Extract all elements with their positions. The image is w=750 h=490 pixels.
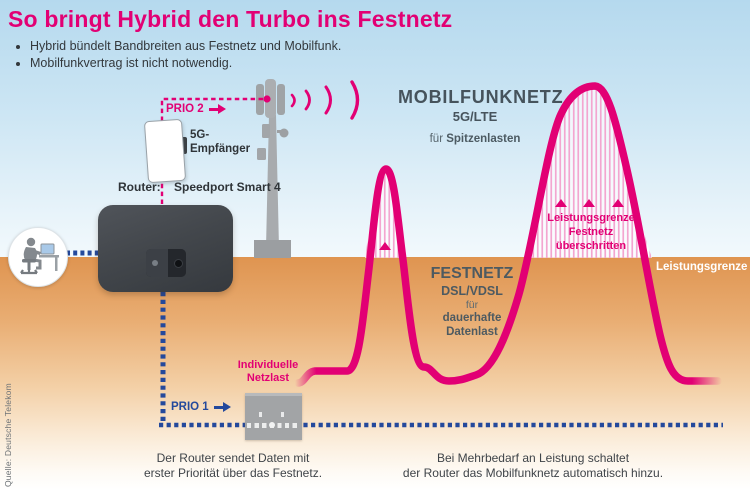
radio-waves-icon xyxy=(290,80,360,120)
load-curve xyxy=(294,82,722,387)
limit-label: Leistungsgrenze xyxy=(656,261,748,273)
prio2-label: PRIO 2 xyxy=(166,103,204,115)
receiver-label: 5G- Empfänger xyxy=(190,129,251,155)
connection-dot xyxy=(263,95,271,103)
arrow-right-icon xyxy=(208,104,226,114)
receiver-device xyxy=(143,118,187,184)
warning-triangle-icons xyxy=(379,199,624,250)
individual-load-label: Individuelle Netzlast xyxy=(237,359,299,384)
page-title: So bringt Hybrid den Turbo ins Festnetz xyxy=(8,6,453,32)
mobile-network-label: MOBILFUNKNETZ 5G/LTE für Spitzenlasten xyxy=(398,87,564,145)
user-circle xyxy=(8,227,68,287)
limit-exceeded-label: Leistungsgrenze Festnetz überschritten xyxy=(547,212,635,252)
prio1-label: PRIO 1 xyxy=(171,401,209,413)
street-cabinet xyxy=(245,393,302,440)
fixed-network-label: FESTNETZ DSL/VDSL für dauerhafte Datenla… xyxy=(430,265,514,338)
source-credit: Quelle: Deutsche Telekom xyxy=(3,383,13,487)
bullet-item: Mobilfunkvertrag ist nicht notwendig. xyxy=(30,55,341,72)
ground-band xyxy=(0,257,750,490)
bullet-list: Hybrid bündelt Bandbreiten aus Festnetz … xyxy=(12,38,341,72)
caption-right: Bei Mehrbedarf an Leistung schaltet der … xyxy=(402,451,664,480)
caption-left: Der Router sendet Daten mit erster Prior… xyxy=(143,451,323,480)
bullet-item: Hybrid bündelt Bandbreiten aus Festnetz … xyxy=(30,38,341,55)
prio1-badge: PRIO 1 xyxy=(171,401,231,413)
cell-tower-icon xyxy=(254,79,291,258)
router-label-name: Speedport Smart 4 xyxy=(174,180,281,194)
prio2-dashed-path xyxy=(160,97,264,204)
prio2-badge: PRIO 2 xyxy=(166,103,226,115)
router-module xyxy=(146,249,186,277)
arrow-right-icon xyxy=(213,402,231,412)
router-device xyxy=(98,205,233,292)
person-at-desk-icon xyxy=(20,237,59,275)
router-label-prefix: Router: xyxy=(118,180,161,194)
